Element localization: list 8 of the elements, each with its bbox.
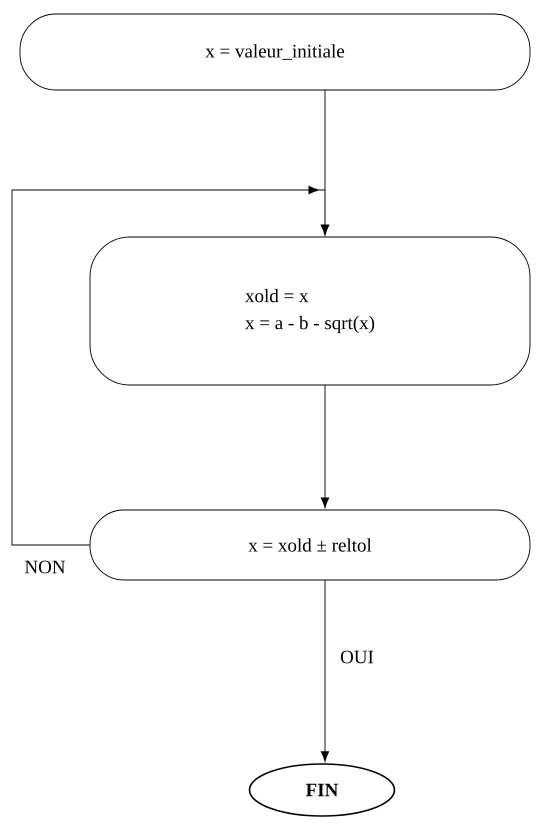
process-box: xold = x x = a - b - sqrt(x) (90, 236, 530, 386)
edge-label: OUI (338, 648, 376, 666)
arrow (320, 385, 330, 508)
process-box: x = xold ± reltol (90, 510, 530, 580)
loop-arrow (12, 186, 330, 546)
edge-label: NON (22, 558, 68, 576)
process-box: x = valeur_initiale (20, 14, 530, 90)
arrow (320, 580, 330, 762)
